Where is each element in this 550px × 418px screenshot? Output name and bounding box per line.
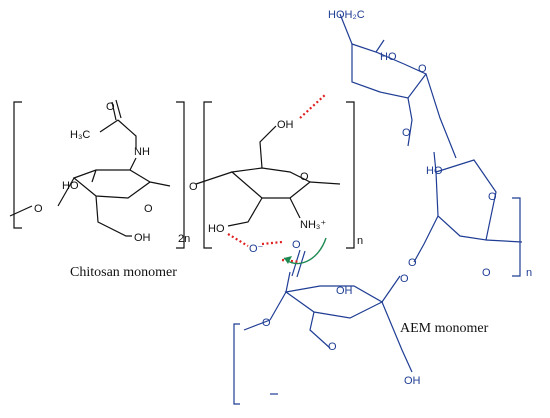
aem-carboxylate-o: O⁻ — [249, 243, 264, 255]
chitosan-nh-label: NH — [134, 146, 150, 158]
hbond-ho-carboxylate — [227, 233, 249, 247]
aem-bottom-left-bracket — [233, 323, 240, 405]
chitosan-link-o: O — [189, 181, 198, 193]
aem-oh-bottom: OH — [404, 375, 421, 387]
aem-caption: AEM monomer — [400, 321, 489, 336]
chitosan-oh-top: OH — [277, 119, 294, 131]
electrostatic-arrow-head — [284, 256, 292, 264]
aem-ring-right — [435, 159, 497, 241]
aem-right-bracket — [512, 197, 521, 277]
chitosan-acetyl-label: H₃C — [70, 129, 90, 141]
chitosan-repeat-n: n — [357, 235, 363, 247]
chitosan-middle-bracket-left — [203, 101, 212, 249]
aem-link-o-left: O — [262, 317, 271, 329]
aem-structure: HOH₂C HO O O HO O O O n O⁻ O OH O O O OH — [233, 9, 532, 405]
hbond-oh-aem — [299, 93, 327, 119]
chitosan-right-bracket — [346, 101, 355, 249]
aem-ho-top: HO — [380, 51, 397, 63]
chitosan-structure: O H₃C NH HO O O OH 2n O OH HO O NH₃⁺ n — [9, 99, 363, 249]
aem-ring-o-bottom: O — [328, 341, 337, 353]
chitosan-repeat-2n: 2n — [178, 233, 190, 245]
chitosan-middle-bracket-right — [176, 101, 185, 249]
aem-carbonyl-o: O — [292, 239, 301, 251]
aem-hoh2c-label: HOH₂C — [328, 9, 365, 21]
hbond-carboxylate-carbonyl — [261, 240, 283, 246]
chitosan-ho-left: HO — [62, 180, 79, 192]
aem-ring-bottom — [284, 285, 384, 319]
aem-link-o-bottom: O — [400, 273, 409, 285]
chitosan-ring-2 — [230, 167, 312, 199]
chitosan-oh-bottom: OH — [134, 232, 151, 244]
aem-ring-o-right: O — [488, 191, 497, 203]
chitosan-ring-o-1: O — [144, 203, 153, 215]
aem-repeat-n: n — [526, 267, 532, 279]
aem-ring-o-right-2: O — [482, 267, 491, 279]
chitosan-nh3-label: NH₃⁺ — [300, 219, 326, 231]
hydrogen-bonds — [227, 93, 327, 264]
aem-ho-right: HO — [426, 165, 443, 177]
chitosan-o-carbonyl: O — [106, 101, 115, 113]
chitosan-caption: Chitosan monomer — [70, 265, 177, 280]
electrostatic-arrow — [283, 237, 327, 265]
aem-ring-top — [351, 43, 427, 99]
aem-oh-bottom-top: OH — [336, 285, 353, 297]
aem-ring-o-top: O — [418, 63, 427, 75]
aem-link-o-1: O — [402, 127, 411, 139]
chitosan-ho-mid: HO — [208, 223, 225, 235]
chitosan-glycosidic-o-left: O — [34, 203, 43, 215]
chitosan-ring-o-2: O — [300, 171, 309, 183]
ionic-dash — [281, 258, 301, 264]
chitosan-ring-1 — [72, 169, 152, 199]
chitosan-left-bracket — [13, 101, 22, 229]
aem-link-o-2: O — [408, 257, 417, 269]
